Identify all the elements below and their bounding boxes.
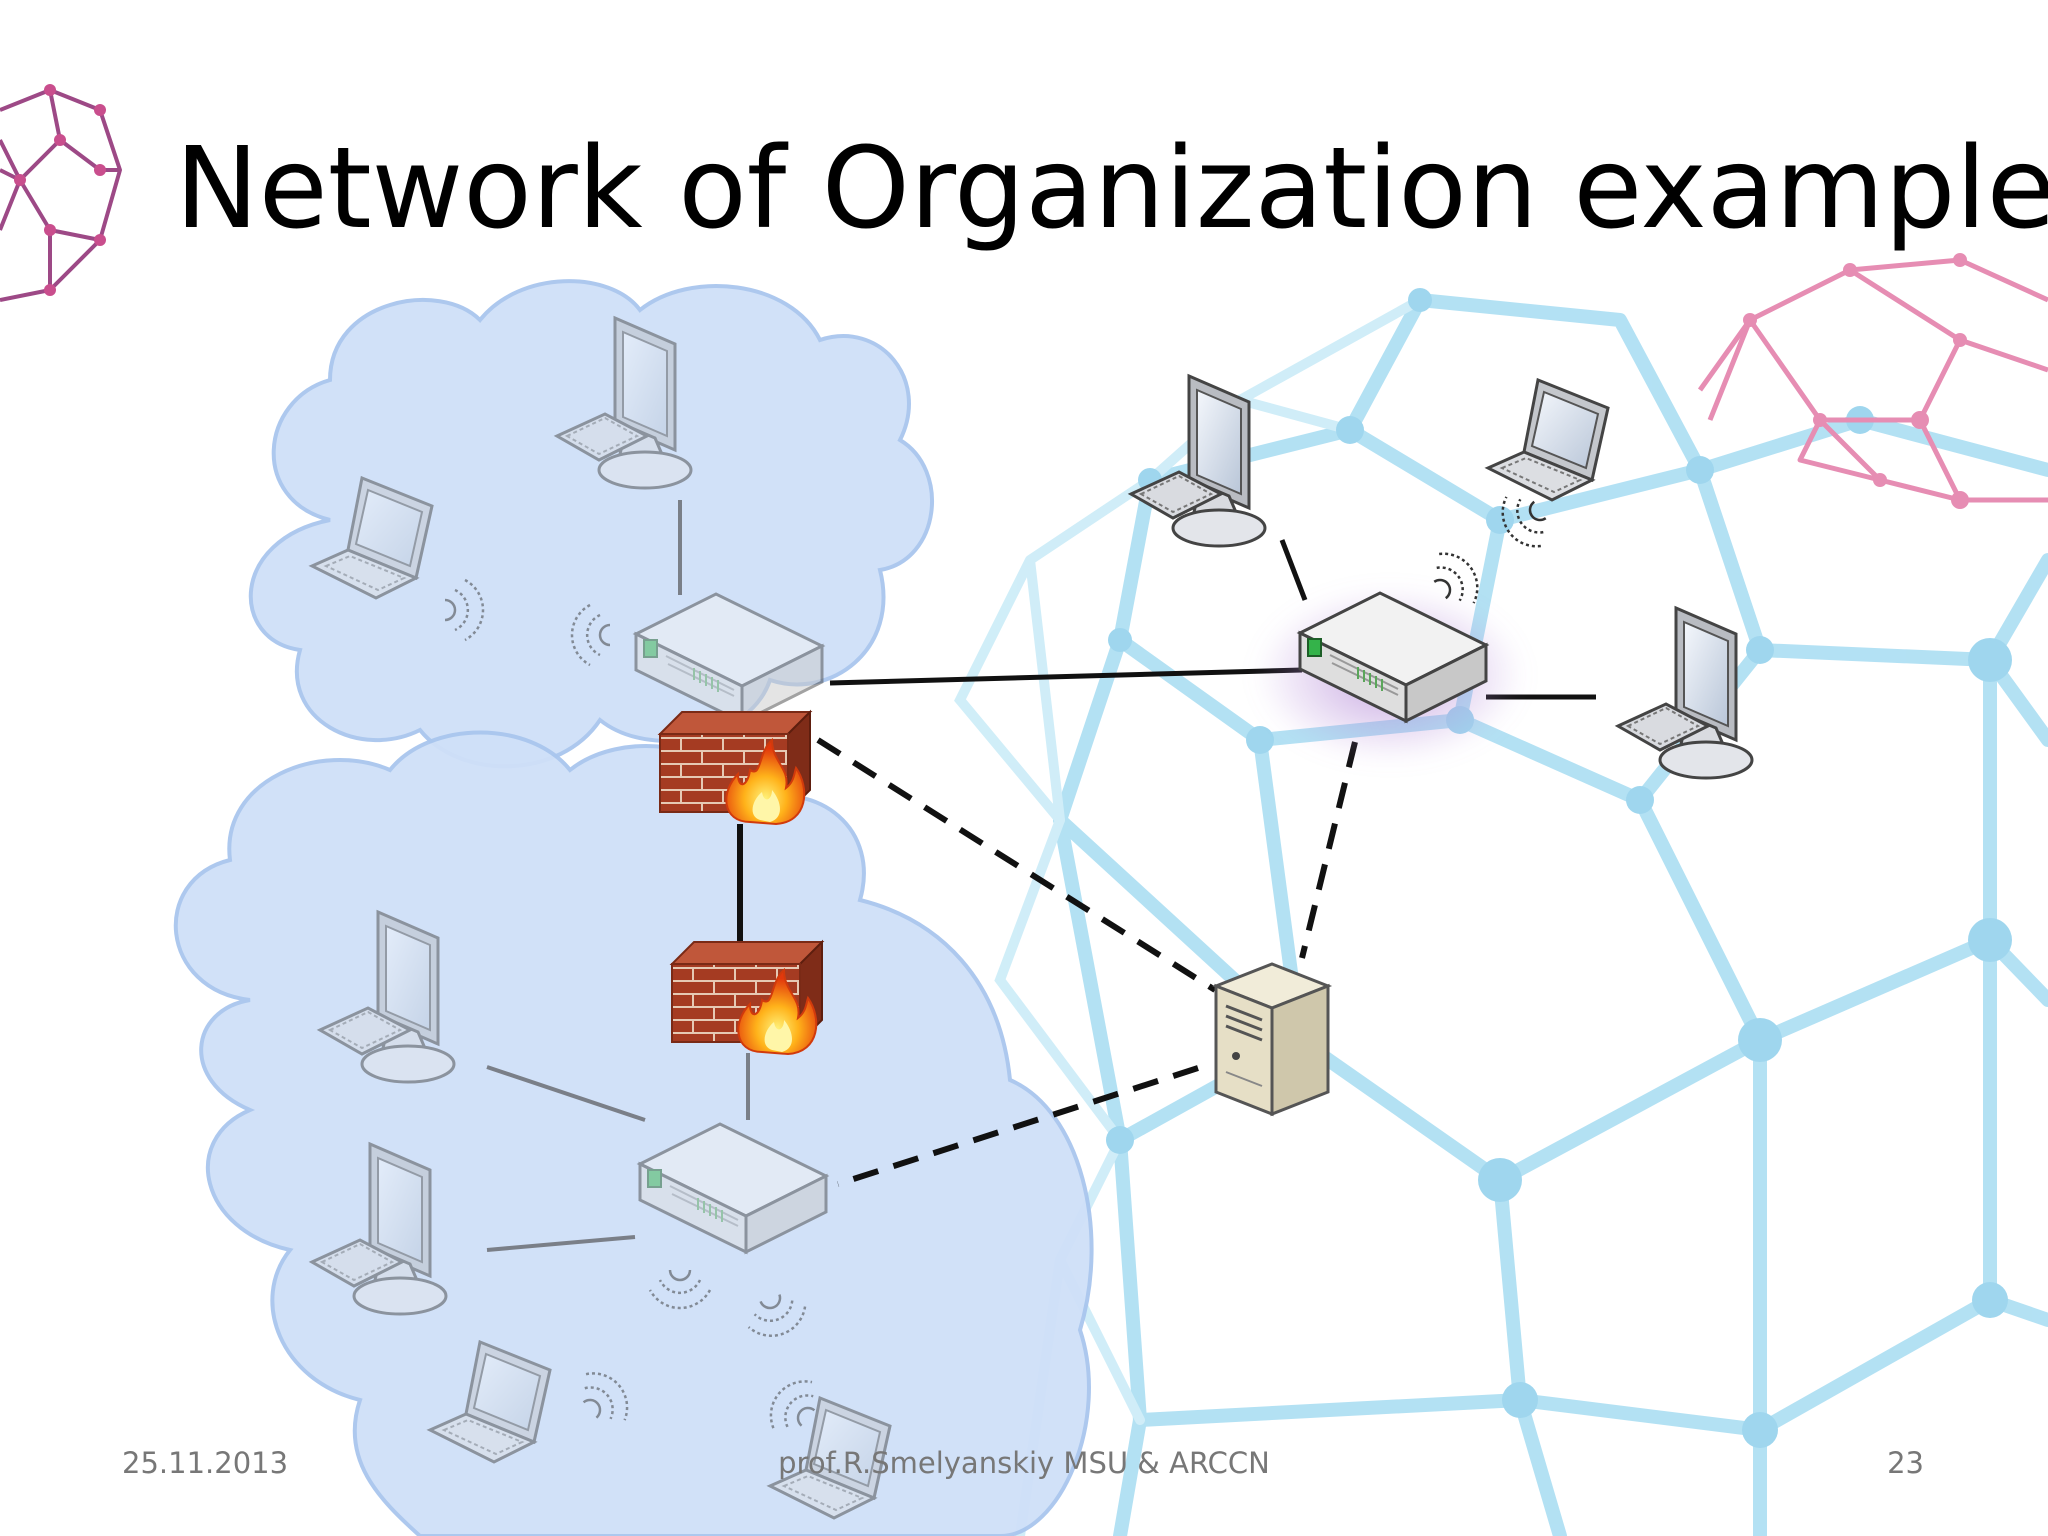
footer-page-number: 23	[1887, 1446, 1924, 1480]
cloud-icon	[173, 730, 1094, 1536]
polyhedron-network-decoration	[0, 84, 2048, 1536]
firewall-icon	[659, 711, 811, 825]
server-icon	[1214, 962, 1330, 1116]
footer-author: prof.R.Smelyanskiy MSU & ARCCN	[778, 1446, 1270, 1480]
desktop-icon	[1129, 374, 1267, 548]
desktop-icon	[1616, 606, 1754, 780]
slide-title: Network of Organization example	[175, 124, 2048, 254]
footer-date: 25.11.2013	[122, 1446, 289, 1480]
firewall-icon	[671, 941, 823, 1055]
laptop-icon	[1486, 378, 1610, 502]
